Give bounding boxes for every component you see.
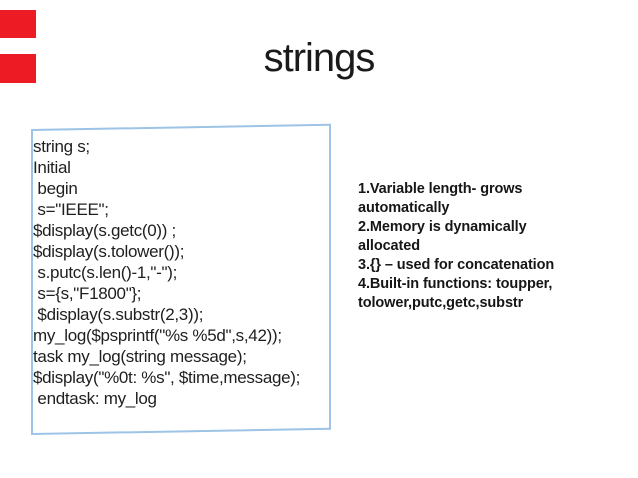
red-accent-bar-bottom: [0, 54, 36, 83]
slide-title: strings: [263, 36, 376, 80]
notes-text: 1.Variable length- grows automatically 2…: [358, 181, 555, 311]
red-accent-bar-top: [0, 10, 36, 38]
code-text: string s; Initial begin s="IEEE"; $displ…: [33, 137, 301, 408]
